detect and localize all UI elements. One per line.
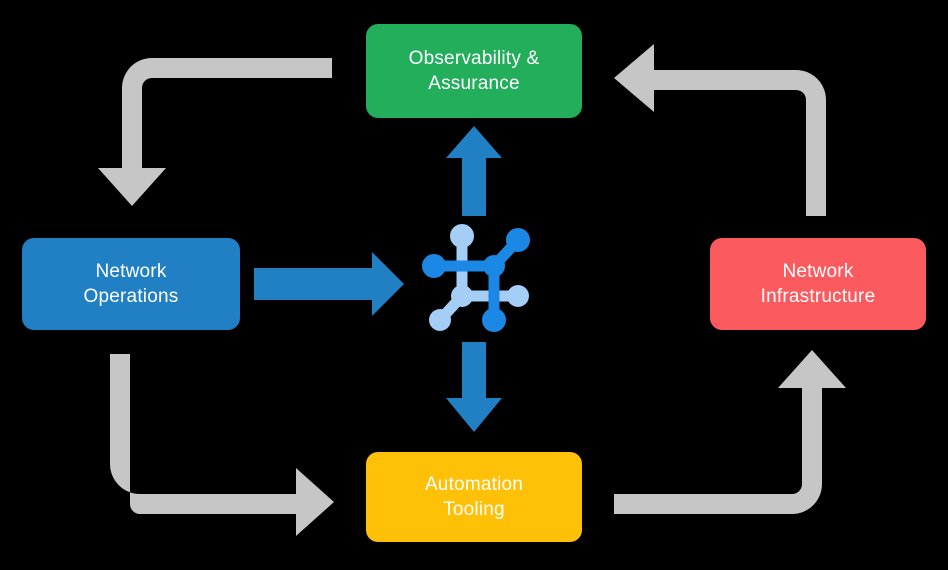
node-label-observability: Observability & Assurance [408, 47, 540, 94]
blue-arrow-center-to-observability [446, 126, 502, 216]
node-box-network-operations[interactable]: Network Operations [22, 238, 240, 330]
gray-arrow-operations-to-automation [110, 354, 334, 536]
blue-arrow-operations-to-center [254, 252, 404, 316]
node-label-automation-tooling: Automation Tooling [424, 473, 524, 520]
gray-arrow-automation-to-infrastructure [614, 350, 846, 514]
gray-arrow-infrastructure-to-observability [614, 44, 826, 216]
gray-arrow-observability-to-operations [98, 58, 332, 206]
node-box-observability[interactable]: Observability & Assurance [366, 24, 582, 118]
blue-arrow-center-to-automation [446, 342, 502, 432]
network-topology-icon [422, 224, 530, 332]
node-box-automation-tooling[interactable]: Automation Tooling [366, 452, 582, 542]
node-label-network-operations: Network Operations [83, 260, 179, 307]
node-box-network-infrastructure[interactable]: Network Infrastructure [710, 238, 926, 330]
node-label-network-infrastructure: Network Infrastructure [760, 260, 876, 307]
